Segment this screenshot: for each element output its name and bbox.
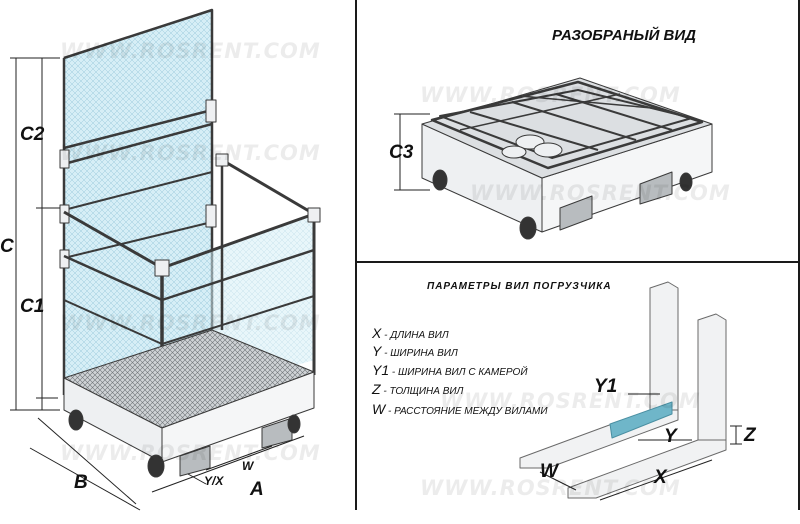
- label-z: Z: [743, 425, 757, 446]
- legend-item-x: X - ДЛИНА ВИЛ: [371, 325, 449, 341]
- label-c1: C1: [20, 296, 44, 317]
- watermark: WWW.ROSRENT.COM: [60, 441, 321, 465]
- left-labels: C2 C C1 B A W Y/X: [0, 124, 264, 500]
- label-y: Y: [664, 426, 679, 447]
- label-w-forks: W: [540, 461, 560, 482]
- wheel: [679, 172, 693, 192]
- watermark: WWW.ROSRENT.COM: [60, 311, 321, 335]
- fork-camera-block: [609, 401, 673, 439]
- watermark: WWW.ROSRENT.COM: [60, 39, 321, 63]
- watermark: WWW.ROSRENT.COM: [470, 181, 731, 205]
- watermark: WWW.ROSRENT.COM: [60, 141, 321, 165]
- wheel: [432, 169, 448, 191]
- label-c2: C2: [20, 124, 45, 145]
- disassembled-drawing: [421, 77, 713, 240]
- fork-parameters-title: ПАРАМЕТРЫ ВИЛ ПОГРУЗЧИКА: [427, 281, 612, 292]
- base-side-right: [161, 371, 315, 463]
- wheel: [519, 216, 537, 240]
- label-w: W: [242, 459, 255, 473]
- legend-item-w: W - РАССТОЯНИЕ МЕЖДУ ВИЛАМИ: [372, 401, 548, 417]
- legend-item-y: Y - ШИРИНА ВИЛ: [372, 343, 458, 359]
- fork-front-blade: [567, 439, 727, 499]
- label-y1: Y1: [594, 376, 617, 397]
- left-dimensions: [10, 57, 305, 511]
- watermark: WWW.ROSRENT.COM: [420, 83, 681, 107]
- legend-item-z: Z - ТОЛЩИНА ВИЛ: [371, 381, 464, 397]
- fork-front-upright: [697, 313, 727, 447]
- disassembled-title: РАЗОБРАНЫЙ ВИД: [552, 26, 696, 44]
- fork-dimensions: [539, 393, 742, 501]
- wheel: [287, 414, 301, 434]
- legend-item-y1: Y1 - ШИРИНА ВИЛ С КАМЕРОЙ: [372, 362, 528, 378]
- label-yx: Y/X: [204, 474, 224, 488]
- label-b: B: [74, 472, 88, 493]
- fork-labels: Y1 Y Z W X: [540, 376, 757, 488]
- work-platform-drawing: [59, 8, 321, 478]
- wheel: [147, 454, 165, 478]
- label-a: A: [249, 479, 264, 500]
- label-c: C: [0, 236, 14, 257]
- watermark: WWW.ROSRENT.COM: [440, 389, 701, 413]
- fork-legend: X - ДЛИНА ВИЛ Y - ШИРИНА ВИЛ Y1 - ШИРИНА…: [371, 325, 548, 417]
- label-c3: C3: [389, 142, 414, 163]
- watermark: WWW.ROSRENT.COM: [420, 476, 681, 500]
- watermarks: WWW.ROSRENT.COM WWW.ROSRENT.COM WWW.ROSR…: [60, 39, 731, 500]
- c3-dimension: [394, 113, 430, 191]
- label-x: X: [653, 467, 668, 488]
- forks-drawing: [519, 281, 727, 499]
- wheel: [68, 409, 84, 431]
